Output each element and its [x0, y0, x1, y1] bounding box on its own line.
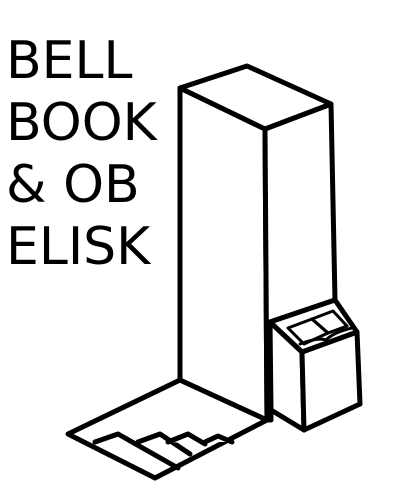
title-text: BELL BOOK & OB ELISK: [6, 30, 157, 278]
book-icon: [286, 309, 354, 346]
stairs-icon: [92, 431, 235, 471]
title-line-2: BOOK: [6, 93, 157, 153]
title-line-4: ELISK: [6, 217, 151, 277]
lectern-stand: [267, 297, 363, 433]
title-line-3: & OB: [6, 155, 140, 215]
title-line-1: BELL: [6, 31, 133, 91]
